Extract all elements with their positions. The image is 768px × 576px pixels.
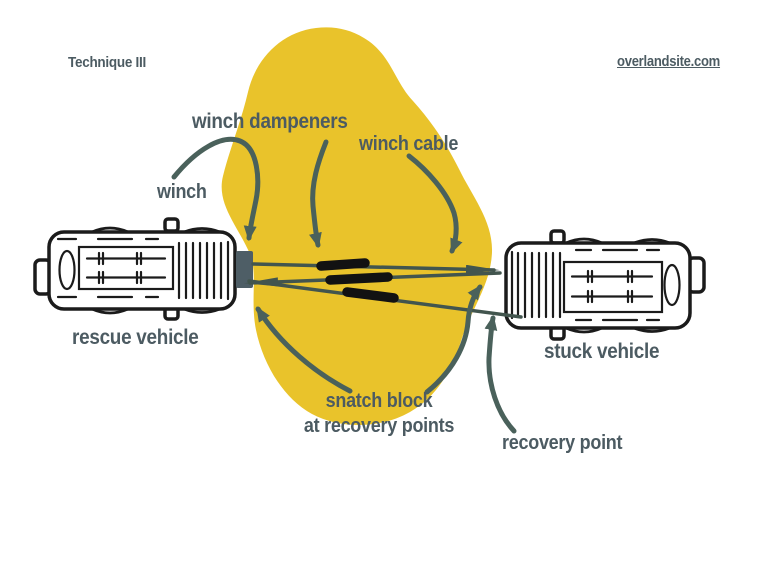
winch-dampener-2 (325, 272, 393, 285)
rescue-mirror-top (163, 217, 180, 233)
label-snatch-block-line2: at recovery points (303, 415, 455, 437)
label-winch-cable: winch cable (359, 133, 459, 155)
winch-cable-line-1 (251, 262, 500, 274)
rescue-door-dashes (56, 237, 160, 299)
arrow-recovery-label-to-point (484, 315, 517, 434)
rescue-rear-window (58, 249, 76, 291)
winch-dampeners-group (316, 258, 399, 303)
winch-dampener-1 (316, 258, 370, 271)
label-winch: winch (157, 181, 207, 203)
technique-title: Technique III (68, 54, 147, 71)
label-rescue-vehicle: rescue vehicle (72, 326, 199, 349)
annotation-arrows (171, 136, 517, 434)
label-snatch-block-line1: snatch block (325, 390, 433, 412)
stuck-rear-window (663, 263, 681, 307)
stuck-vehicle-illustration (504, 229, 706, 341)
label-snatch-block: snatch block at recovery points (298, 389, 460, 439)
label-recovery-point: recovery point (502, 432, 623, 454)
stuck-door-dashes (574, 248, 661, 322)
rescue-grille-lines (177, 241, 223, 300)
label-stuck-vehicle: stuck vehicle (544, 340, 660, 363)
arrow-dampeners-label-to-dampener (309, 139, 329, 248)
stuck-roof-rails (570, 275, 654, 298)
arrow-snatch-to-rescue-point (255, 306, 353, 394)
rescue-roof (77, 245, 175, 291)
stuck-rail-ticks (586, 269, 634, 304)
arrow-snatch-to-stuck-point (424, 284, 483, 395)
rescue-vehicle-illustration (33, 217, 237, 321)
arrow-cable-label-to-cable (406, 153, 463, 254)
label-winch-dampeners: winch dampeners (192, 110, 348, 133)
website-link[interactable]: overlandsite.com (617, 54, 721, 70)
arrow-winch-label-to-winch (171, 136, 261, 241)
rescue-rail-ticks (97, 251, 143, 285)
winch-dampener-3 (342, 287, 399, 303)
stuck-mirror-top (549, 229, 566, 245)
stuck-grille-lines (516, 251, 562, 319)
stuck-roof (562, 260, 664, 314)
yellow-highlight-blob (221, 27, 493, 426)
